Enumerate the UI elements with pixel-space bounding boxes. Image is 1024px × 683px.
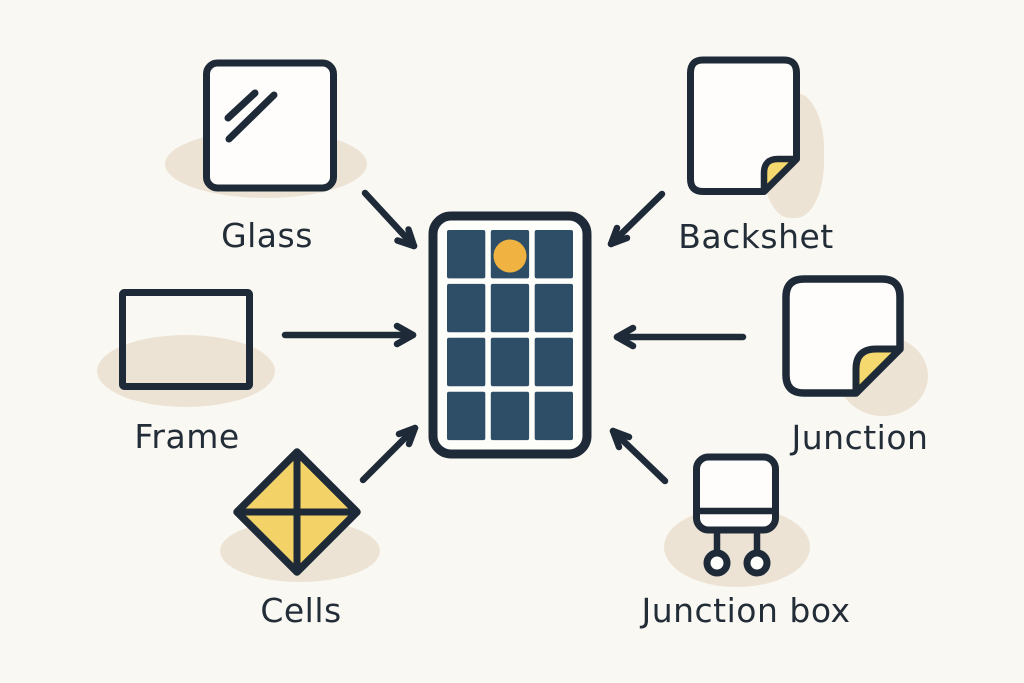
glass-pane-icon xyxy=(203,59,337,192)
cells-label: Cells xyxy=(260,591,342,630)
arrow-glass-to-panel xyxy=(361,189,418,250)
arrow-backsheet-to-panel xyxy=(607,190,666,248)
frame-shadow xyxy=(97,335,275,407)
arrow-cells-to-panel xyxy=(359,424,419,484)
junction-sheet-icon xyxy=(782,275,904,397)
junction-label: Junction xyxy=(791,418,929,457)
sun-dot-icon xyxy=(493,239,527,273)
arrow-frame-to-panel xyxy=(281,322,417,348)
backsheet-icon xyxy=(687,56,800,195)
arrow-junction-to-panel xyxy=(613,324,747,350)
glass-label: Glass xyxy=(221,216,313,255)
junction-box-icon xyxy=(693,453,779,577)
cells-diamond-icon xyxy=(233,448,361,576)
junction-box-label: Junction box xyxy=(641,591,851,630)
frame-icon xyxy=(119,289,253,390)
solar-panel-icon xyxy=(428,211,592,459)
frame-label: Frame xyxy=(134,417,240,456)
arrow-junction-box-to-panel xyxy=(609,427,669,485)
backsheet-label: Backshet xyxy=(678,217,834,256)
